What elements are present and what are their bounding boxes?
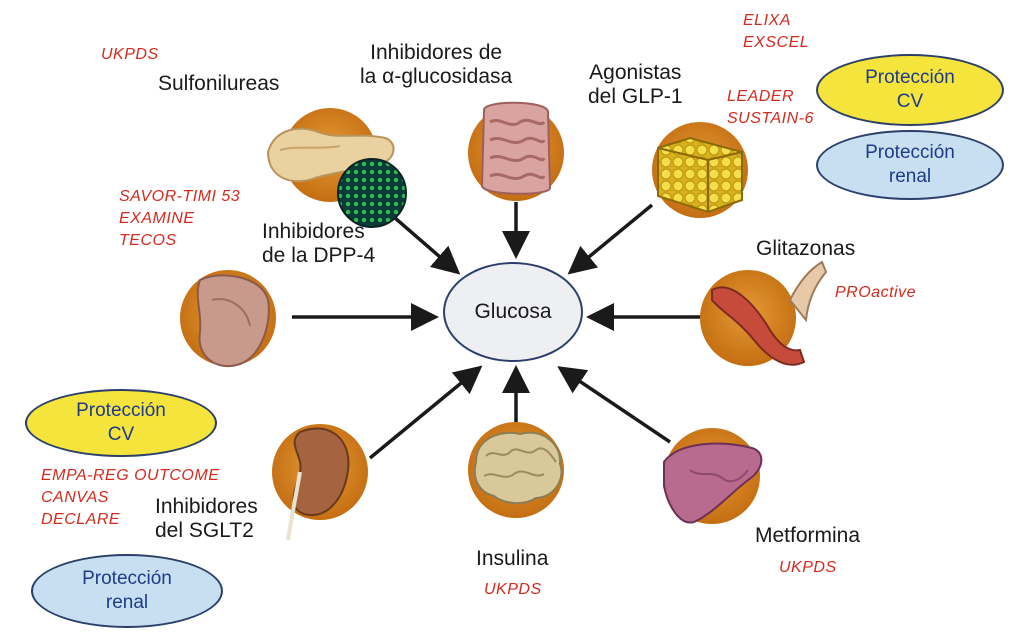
adipose-tissue-icon (652, 122, 748, 218)
trials-glitazonas: PROactive (835, 284, 916, 301)
label-metformina: Metformina (755, 524, 861, 547)
intestine-icon (468, 101, 564, 201)
brain-icon (468, 422, 564, 518)
arrow-sglt2 (368, 365, 483, 460)
kidney-icon (272, 424, 368, 541)
glucose-label: Glucosa (474, 300, 552, 323)
glucose-node: Glucosa (443, 262, 583, 362)
label-insulina: Insulina (476, 547, 549, 570)
arm-muscle-icon (700, 260, 828, 366)
liver-icon (663, 428, 763, 524)
trials-metformina: UKPDS (779, 559, 837, 576)
arrow-metformina (557, 366, 671, 444)
trials-sulfonilureas: UKPDS (101, 46, 159, 63)
arrow-glp1 (567, 203, 654, 275)
pancreas-islets-icon (337, 158, 407, 228)
stomach-icon (180, 270, 276, 367)
label-glitazonas: Glitazonas (756, 237, 856, 260)
trials-insulina: UKPDS (484, 581, 542, 598)
label-sulfonilureas: Sulfonilureas (158, 72, 280, 95)
arrows (292, 202, 705, 460)
